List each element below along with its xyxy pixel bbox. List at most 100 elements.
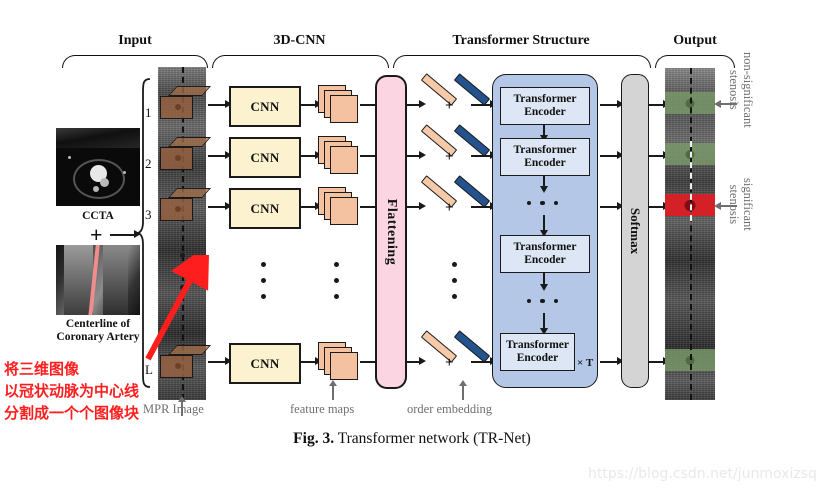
arrow-flatten-to-embedL xyxy=(405,357,426,365)
feature-map-layer xyxy=(330,352,358,380)
mpr-patch-cube-L xyxy=(160,345,212,378)
patch-lumen-dot xyxy=(175,104,181,110)
arrow-transformer-to-softmax-1 xyxy=(600,100,624,108)
arrow-mpr-label xyxy=(178,396,185,416)
encoder-link-dots-3 xyxy=(540,215,548,237)
encoder-label-line1: Transformer xyxy=(513,144,577,157)
output-centerline-dashed-bright xyxy=(690,141,692,221)
centerline-image xyxy=(56,245,140,315)
order-embedding-bar-2 xyxy=(453,124,491,157)
encoder-link-1-2 xyxy=(540,124,548,142)
softmax-label: Softmax xyxy=(628,207,643,255)
arrow-patch1-to-cnn1 xyxy=(208,100,232,108)
patch-lumen-dot xyxy=(175,206,181,212)
annotation-arrow xyxy=(145,255,210,361)
mpr-patch-cube-3 xyxy=(160,188,212,221)
centerline-bright-region-2 xyxy=(103,245,129,315)
section-label-output: Output xyxy=(673,33,717,48)
arrow-fmap2-to-flatten xyxy=(360,151,383,159)
arrow-softmax-to-output-1 xyxy=(649,100,670,108)
arrow-embedL-to-transformer xyxy=(471,357,497,365)
cnn-box-2[interactable]: CNN xyxy=(229,137,301,178)
feature-map-stack-1 xyxy=(318,85,358,123)
encoder-label-line1: Transformer xyxy=(513,241,577,254)
ccta-speck-2 xyxy=(123,170,127,174)
cnn-box-3[interactable]: CNN xyxy=(229,188,301,229)
arrow-embed1-to-transformer xyxy=(471,100,497,108)
figure-caption-text: Transformer network (TR-Net) xyxy=(337,430,531,447)
cnn-box-L[interactable]: CNN xyxy=(229,343,301,384)
arrow-fmap1-to-flatten xyxy=(360,100,383,108)
label-significant-stenosis: significant stenosis xyxy=(727,178,755,231)
embedding-sequence-dots xyxy=(452,262,457,299)
encoder-label-line1: Transformer xyxy=(513,93,577,106)
embedding-plus-1: + xyxy=(445,98,454,114)
transformer-encoder-2[interactable]: Transformer Encoder xyxy=(500,138,590,176)
ccta-top-face xyxy=(56,128,140,149)
centerline-label-line2: Coronary Artery xyxy=(56,331,140,344)
ccta-volume-image xyxy=(56,128,140,206)
arrow-patch2-to-cnn2 xyxy=(208,151,232,159)
mpr-image-strip xyxy=(158,67,206,400)
watermark: https://blog.csdn.net/junmoxizsq xyxy=(588,466,817,482)
encoder-repeat-label: × T xyxy=(577,357,594,369)
arrow-flatten-to-embed3 xyxy=(405,202,426,210)
mpr-patch-cube-2 xyxy=(160,137,212,170)
ccta-ring-structure xyxy=(72,159,125,200)
arrow-softmax-to-output-L xyxy=(649,357,670,365)
feature-map-layer xyxy=(330,197,358,225)
centerline-bright-region xyxy=(64,245,93,315)
feature-map-sequence-dots xyxy=(334,262,339,299)
encoder-link-dots-last xyxy=(540,313,548,335)
arrow-softmax-to-output-3 xyxy=(649,202,670,210)
transformer-encoder-last[interactable]: Transformer Encoder xyxy=(500,333,575,371)
cnn-box-1[interactable]: CNN xyxy=(229,86,301,127)
encoder-link-3-dots xyxy=(540,272,548,291)
arrow-order-embedding-label xyxy=(459,380,466,400)
arrow-feature-maps-label xyxy=(329,380,336,400)
section-label-transformer: Transformer Structure xyxy=(452,33,590,48)
flattening-block[interactable]: Flattening xyxy=(375,75,407,389)
feature-map-stack-3 xyxy=(318,187,358,225)
input-plus-symbol: + xyxy=(90,222,103,247)
feature-map-stack-L xyxy=(318,342,358,380)
section-label-input: Input xyxy=(118,33,152,48)
feature-maps-label: feature maps xyxy=(290,402,355,416)
arrow-flatten-to-embed1 xyxy=(405,100,426,108)
arrow-cnn2-to-fmap2 xyxy=(300,151,322,159)
annotation-line-3: 分割成一个个图像块 xyxy=(4,404,140,422)
arrow-label-non-significant xyxy=(714,100,737,107)
softmax-block[interactable]: Softmax xyxy=(621,74,649,388)
arrow-embed3-to-transformer xyxy=(471,202,497,210)
centerline-label: Centerline of Coronary Artery xyxy=(40,318,156,344)
patch-lumen-dot xyxy=(175,155,181,161)
mpr-centerline-dashed xyxy=(182,67,184,400)
arrow-transformer-to-softmax-2 xyxy=(600,151,624,159)
arrow-softmax-to-output-2 xyxy=(649,151,670,159)
encoder-label-line1: Transformer xyxy=(505,339,569,352)
input-grouping-brace xyxy=(136,78,151,388)
arrow-fmapL-to-flatten xyxy=(360,357,383,365)
section-brace-3dcnn xyxy=(212,55,389,68)
figure-caption: Fig. 3. Transformer network (TR-Net) xyxy=(0,430,824,448)
transformer-encoder-1[interactable]: Transformer Encoder xyxy=(500,87,590,125)
patch-index-1: 1 xyxy=(145,105,152,120)
label-non-significant-stenosis: non-significant stenosis xyxy=(727,52,755,128)
output-mpr-image xyxy=(665,68,715,400)
arrow-transformer-to-softmax-L xyxy=(600,357,624,365)
embedding-plus-L: + xyxy=(445,355,454,371)
significant-line2: stenosis xyxy=(727,184,741,225)
feature-map-layer xyxy=(330,146,358,174)
transformer-encoder-3[interactable]: Transformer Encoder xyxy=(500,235,590,273)
encoder-label-line2: Encoder xyxy=(524,106,566,118)
cnn-sequence-dots xyxy=(261,262,266,299)
mpr-patch-cube-1 xyxy=(160,86,212,119)
annotation-line-2: 以冠状动脉为中心线 xyxy=(4,382,140,400)
feature-map-layer xyxy=(330,95,358,123)
arrow-cnn3-to-fmap3 xyxy=(300,202,322,210)
section-label-3dcnn: 3D-CNN xyxy=(273,33,326,48)
embedding-plus-3: + xyxy=(445,200,454,216)
order-embedding-bar-3 xyxy=(453,175,491,208)
arrow-fmap3-to-flatten xyxy=(360,202,383,210)
mpr-image-label: MPR Image xyxy=(143,402,204,416)
